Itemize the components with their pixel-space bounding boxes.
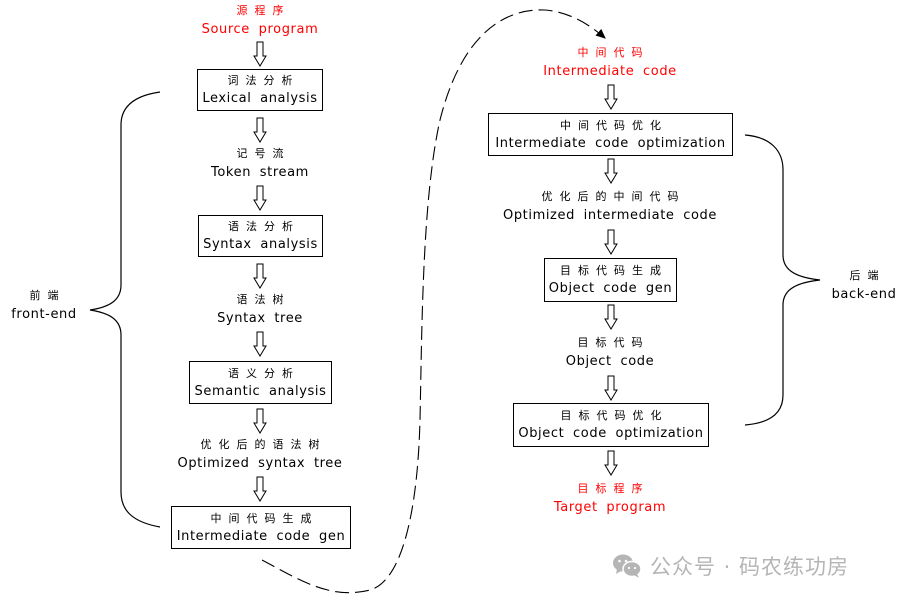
object-code-en: Object code	[565, 354, 655, 369]
flow-arrow	[253, 331, 267, 357]
semantic-analysis-box: 语义分析 Semantic analysis	[189, 361, 332, 404]
wechat-icon	[613, 554, 642, 578]
syntax-tree-en: Syntax tree	[217, 311, 303, 326]
object-code-label: 目标代码 Object code	[550, 337, 670, 368]
flow-arrow	[604, 450, 618, 476]
watermark: 公众号 · 码农练功房	[612, 551, 849, 581]
back-end-zh: 后端	[849, 269, 886, 282]
intermediate-code-gen-en: Intermediate code gen	[176, 528, 346, 544]
semantic-analysis-en: Semantic analysis	[194, 383, 327, 399]
semantic-analysis-zh: 语义分析	[228, 366, 300, 380]
optimized-intermediate-code-en: Optimized intermediate code	[502, 208, 717, 223]
watermark-text: 公众号 · 码农练功房	[650, 555, 850, 579]
front-end-brace	[89, 91, 161, 528]
syntax-analysis-zh: 语法分析	[228, 220, 300, 233]
object-code-gen-zh: 目标代码生成	[560, 264, 668, 277]
token-stream-en: Token stream	[211, 165, 309, 180]
lexical-analysis-box: 词法分析 Lexical analysis	[197, 69, 323, 111]
source-program-zh: 源程序	[236, 4, 291, 17]
object-code-zh: 目标代码	[577, 336, 650, 349]
intermediate-code-zh: 中间代码	[577, 46, 650, 59]
source-program-label: 源程序 Source program	[200, 5, 320, 36]
front-end-label: 前端 front-end	[2, 290, 86, 321]
source-program-en: Source program	[201, 22, 319, 37]
syntax-tree-zh: 语法树	[236, 293, 291, 306]
intermediate-code-gen-zh: 中间代码生成	[210, 511, 319, 525]
front-end-zh: 前端	[29, 289, 66, 302]
back-end-en: back-end	[831, 287, 897, 302]
syntax-tree-label: 语法树 Syntax tree	[190, 294, 330, 325]
back-end-label: 后端 back-end	[824, 270, 904, 301]
token-stream-zh: 记号流	[236, 147, 291, 160]
flow-arrow	[253, 408, 267, 434]
intermediate-code-gen-box: 中间代码生成 Intermediate code gen	[171, 506, 351, 549]
flow-arrow	[253, 41, 267, 67]
back-end-brace	[744, 134, 821, 426]
optimized-intermediate-code-label: 优化后的中间代码 Optimized intermediate code	[495, 191, 725, 222]
object-code-gen-box: 目标代码生成 Object code gen	[544, 258, 677, 302]
flow-arrow	[604, 84, 618, 110]
intermediate-code-optimization-box: 中间代码优化 Intermediate code optimization	[488, 113, 733, 156]
flow-arrow	[604, 229, 618, 255]
object-code-optimization-en: Object code optimization	[518, 426, 704, 441]
optimized-syntax-tree-zh: 优化后的语法树	[200, 438, 327, 451]
optimized-intermediate-code-zh: 优化后的中间代码	[541, 190, 686, 203]
optimized-syntax-tree-label: 优化后的语法树 Optimized syntax tree	[170, 439, 350, 470]
object-code-gen-en: Object code gen	[548, 281, 673, 296]
flow-arrow	[253, 117, 267, 143]
intermediate-code-optimization-en: Intermediate code optimization	[495, 135, 726, 151]
token-stream-label: 记号流 Token stream	[190, 148, 330, 179]
lexical-analysis-zh: 词法分析	[227, 74, 300, 87]
object-code-optimization-box: 目标代码优化 Object code optimization	[513, 403, 709, 447]
target-program-en: Target program	[553, 500, 667, 515]
lexical-analysis-en: Lexical analysis	[202, 91, 318, 106]
flow-arrow	[604, 304, 618, 330]
optimized-syntax-tree-en: Optimized syntax tree	[177, 456, 343, 471]
flow-arrow	[604, 375, 618, 401]
target-program-label: 目标程序 Target program	[545, 483, 675, 514]
flow-arrow	[253, 263, 267, 289]
flow-arrow	[604, 158, 618, 184]
flow-arrow	[253, 476, 267, 502]
intermediate-code-en: Intermediate code	[543, 64, 677, 79]
front-end-en: front-end	[11, 307, 77, 322]
intermediate-code-label: 中间代码 Intermediate code	[540, 47, 680, 78]
flow-arrow	[253, 185, 267, 211]
target-program-zh: 目标程序	[577, 482, 650, 495]
syntax-analysis-en: Syntax analysis	[203, 237, 318, 252]
intermediate-code-optimization-zh: 中间代码优化	[560, 118, 668, 132]
dashed-connector	[261, 9, 606, 594]
syntax-analysis-box: 语法分析 Syntax analysis	[198, 215, 323, 257]
object-code-optimization-zh: 目标代码优化	[560, 409, 669, 422]
